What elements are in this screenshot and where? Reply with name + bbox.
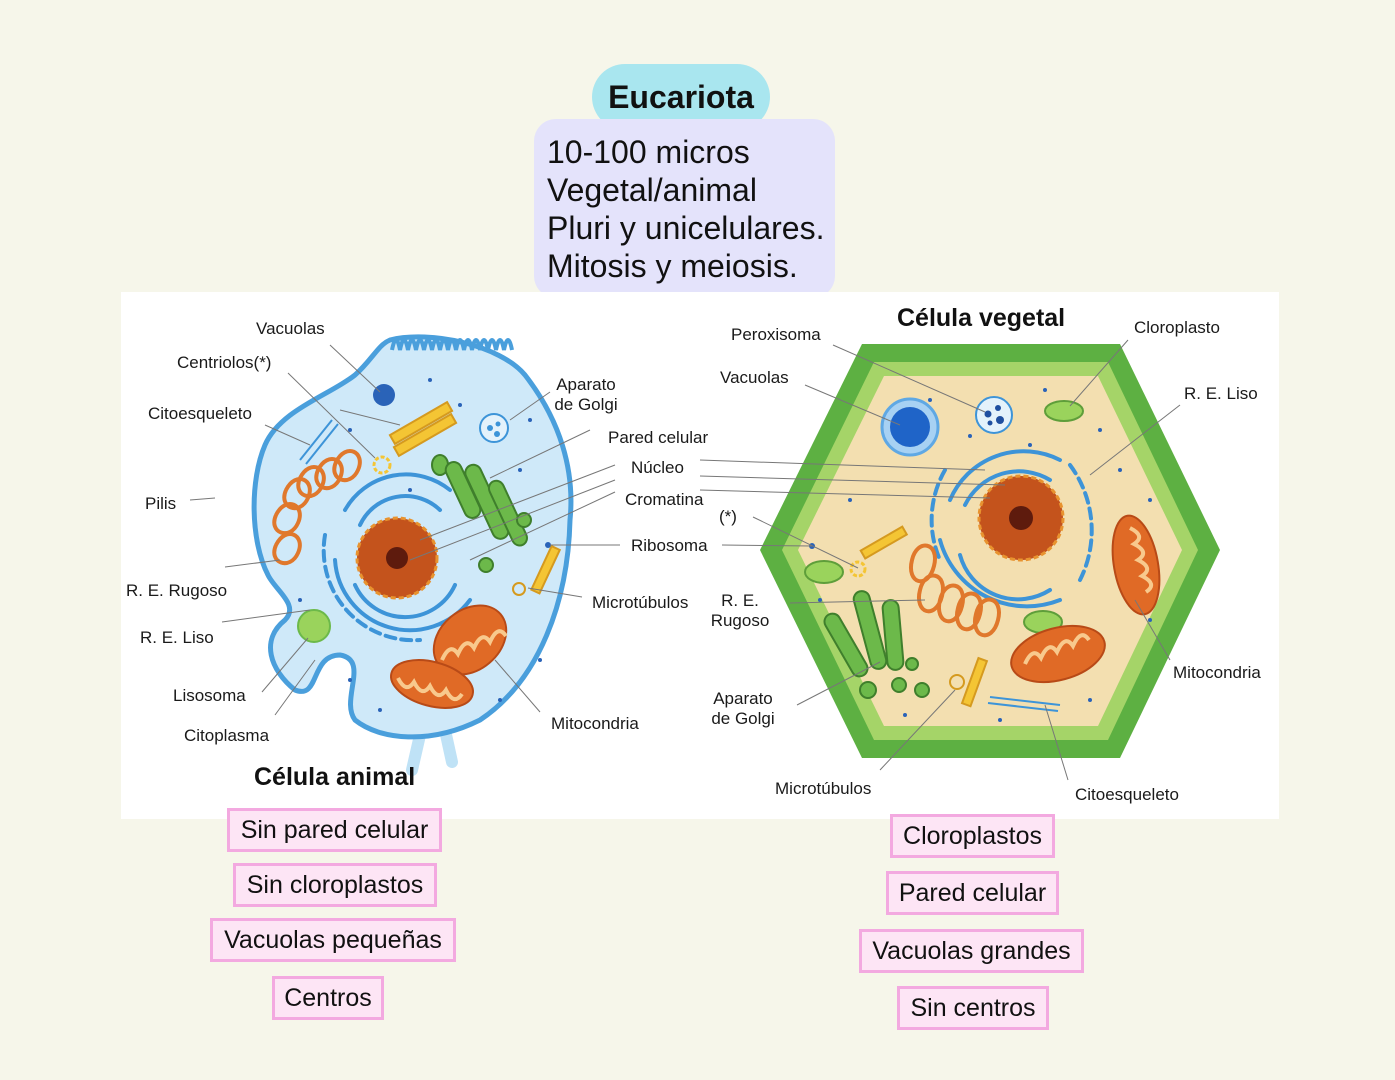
centriole-icon (388, 400, 562, 595)
animal-label-golgi: Aparato de Golgi (554, 375, 618, 414)
plant-label-asterisk: (*) (719, 507, 737, 526)
animal-cell (251, 334, 574, 776)
info-line-division: Mitosis y meiosis. (547, 248, 798, 284)
chloroplast-icon (804, 400, 1084, 634)
nucleus-icon (977, 474, 1065, 562)
animal-label-vacuolas: Vacuolas (256, 319, 325, 338)
plant-label-microtubulos: Microtúbulos (775, 779, 872, 798)
animal-smooth-er (272, 449, 362, 566)
animal-feature-tag: Centros (272, 976, 384, 1020)
animal-label-centriolos: Centriolos(*) (177, 353, 272, 372)
leader-lines (189, 339, 1181, 781)
info-line-type: Vegetal/animal (547, 172, 757, 208)
animal-feature-tag: Sin pared celular (227, 808, 442, 852)
plant-label-peroxisoma: Peroxisoma (731, 325, 821, 344)
plant-label-cloroplasto: Cloroplasto (1134, 318, 1220, 337)
label-cromatina: Cromatina (625, 490, 704, 509)
plant-cell (760, 344, 1220, 758)
label-ribosoma: Ribosoma (631, 536, 708, 555)
mitochondria-icon (390, 604, 508, 709)
plant-label-citoesqueleto: Citoesqueleto (1075, 785, 1179, 804)
animal-label-re-liso: R. E. Liso (140, 628, 214, 647)
plant-label-re-rugoso: R. E. Rugoso (710, 591, 770, 630)
plant-smooth-er (908, 543, 1001, 638)
animal-label-mitocondria: Mitocondria (551, 714, 639, 733)
golgi-icon (823, 590, 930, 699)
animal-label-microtubulos: Microtúbulos (592, 593, 689, 612)
plant-label-vacuolas: Vacuolas (720, 368, 789, 387)
info-line-size: 10-100 micros (547, 134, 750, 170)
plant-feature-tag: Sin centros (897, 986, 1049, 1030)
eucariota-info-box: 10-100 micros Vegetal/animal Pluri y uni… (534, 119, 835, 298)
animal-label-citoplasma: Citoplasma (184, 726, 270, 745)
animal-cell-title: Célula animal (254, 763, 416, 791)
animal-feature-tag: Sin cloroplastos (233, 863, 437, 907)
plant-cell-title: Célula vegetal (897, 304, 1066, 332)
peroxisome-icon (975, 396, 1013, 434)
vacuole-icon (880, 397, 940, 457)
plant-label-mitocondria: Mitocondria (1173, 663, 1261, 682)
plant-label-golgi: Aparato de Golgi (711, 689, 775, 728)
animal-feature-tag: Vacuolas pequeñas (210, 918, 456, 962)
plant-er (929, 449, 1094, 609)
animal-label-re-rugoso: R. E. Rugoso (126, 581, 228, 600)
animal-label-citoesqueleto: Citoesqueleto (148, 404, 252, 423)
plant-feature-tag: Pared celular (886, 871, 1059, 915)
plant-feature-tag: Cloroplastos (890, 814, 1055, 858)
info-line-cellularity: Pluri y unicelulares. (547, 210, 825, 246)
lysosome-icon (297, 609, 331, 643)
animal-label-pilis: Pilis (145, 494, 177, 513)
plant-label-re-liso: R. E. Liso (1184, 384, 1258, 403)
vacuole-icon (373, 384, 395, 406)
label-pared-celular: Pared celular (608, 428, 709, 447)
label-nucleo: Núcleo (631, 458, 684, 477)
nucleus-icon (355, 516, 439, 600)
plant-feature-tag: Vacuolas grandes (859, 929, 1084, 973)
animal-label-lisosoma: Lisosoma (173, 686, 246, 705)
mitochondria-icon (1010, 514, 1161, 684)
